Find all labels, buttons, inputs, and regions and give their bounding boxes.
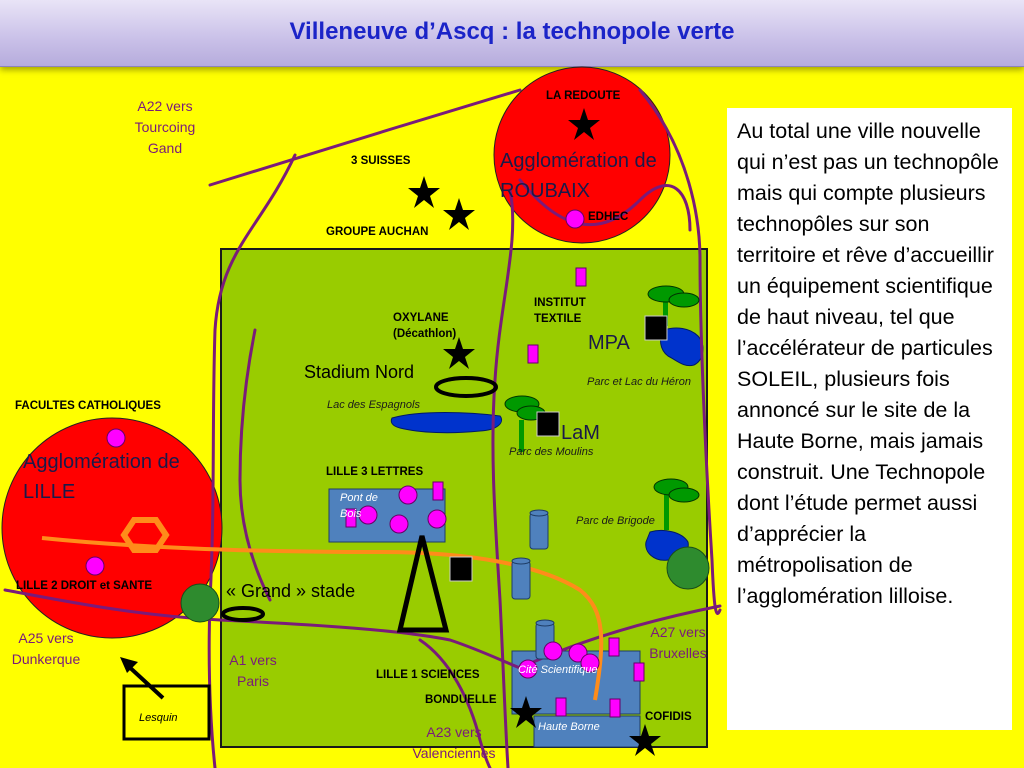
label-parc-brigode: Parc de Brigode bbox=[576, 515, 655, 527]
label-cite-scientifique: Cité Scientifique bbox=[518, 664, 598, 676]
label-oxylane: OXYLANE (Décathlon) bbox=[393, 312, 457, 340]
label-institut-textile: INSTITUT TEXTILE bbox=[534, 297, 586, 325]
trees bbox=[504, 285, 700, 530]
road-middle-vertical bbox=[491, 188, 515, 768]
label-3-suisses: 3 SUISSES bbox=[351, 155, 411, 167]
lesquin-arrow bbox=[124, 662, 165, 700]
label-facultes-catholiques: FACULTES CATHOLIQUES bbox=[15, 400, 161, 412]
label-agglo-lille: Agglomération de LILLE bbox=[23, 451, 180, 503]
label-mpa: MPA bbox=[588, 332, 630, 354]
triangle-icon bbox=[396, 535, 450, 633]
road-a23 bbox=[418, 638, 492, 768]
label-bonduelle: BONDUELLE bbox=[425, 694, 497, 706]
haute-borne-block bbox=[533, 715, 641, 748]
road-west-vertical bbox=[207, 153, 297, 768]
label-stadium-nord: Stadium Nord bbox=[304, 362, 415, 382]
road-a22 bbox=[208, 88, 522, 187]
green-circle-lille bbox=[180, 583, 220, 623]
stadium-nord-oval bbox=[434, 376, 498, 398]
stars bbox=[408, 108, 661, 756]
label-edhec: EDHEC bbox=[588, 211, 629, 223]
description-box: Au total une ville nouvelle qui n’est pa… bbox=[727, 108, 1012, 730]
label-la-redoute: LA REDOUTE bbox=[546, 90, 621, 102]
title-banner: Villeneuve d’Ascq : la technopole verte bbox=[0, 0, 1024, 67]
road-ring bbox=[238, 328, 272, 602]
label-agglo-roubaix: Agglomération de ROUBAIX bbox=[500, 150, 657, 202]
label-a1: A1 vers Paris bbox=[229, 652, 277, 689]
black-squares bbox=[449, 315, 668, 582]
label-lille1: LILLE 1 SCIENCES bbox=[376, 669, 480, 681]
magenta-rects bbox=[345, 267, 645, 718]
label-groupe-auchan: GROUPE AUCHAN bbox=[326, 226, 429, 238]
label-pont-de-bois: Pont de Bois bbox=[340, 492, 378, 520]
lac-espagnols bbox=[390, 412, 503, 434]
description-text: Au total une ville nouvelle qui n’est pa… bbox=[737, 119, 999, 608]
label-parc-moulins: Parc des Moulins bbox=[509, 446, 594, 458]
magenta-circles bbox=[85, 209, 600, 679]
label-a22: A22 vers Tourcoing Gand bbox=[134, 98, 196, 156]
lac-heron bbox=[660, 327, 704, 367]
metro-line bbox=[41, 536, 604, 701]
road-a25 bbox=[3, 588, 522, 670]
label-lac-espagnols: Lac des Espagnols bbox=[327, 399, 420, 411]
road-east-vertical bbox=[638, 88, 722, 615]
label-grand-stade: « Grand » stade bbox=[226, 581, 356, 601]
grand-stade-oval bbox=[221, 606, 265, 622]
label-lille2: LILLE 2 DROIT et SANTE bbox=[16, 580, 153, 592]
label-parc-lac-heron: Parc et Lac du Héron bbox=[587, 376, 691, 388]
hexagon-icon bbox=[120, 517, 170, 553]
lille-circle bbox=[1, 417, 223, 639]
label-lesquin: Lesquin bbox=[139, 712, 178, 724]
road-roubaix-loop bbox=[518, 178, 692, 232]
page-title: Villeneuve d’Ascq : la technopole verte bbox=[289, 18, 735, 45]
label-lille3: LILLE 3 LETTRES bbox=[326, 466, 424, 478]
label-a25: A25 vers Dunkerque bbox=[11, 630, 81, 667]
label-lam: LaM bbox=[561, 422, 600, 444]
label-a27: A27 vers Bruxelles bbox=[649, 624, 707, 661]
lesquin-box bbox=[122, 684, 211, 741]
label-a23: A23 vers Valenciennes bbox=[412, 724, 496, 761]
green-circle-east bbox=[666, 546, 710, 590]
label-haute-borne: Haute Borne bbox=[538, 721, 600, 733]
label-cofidis: COFIDIS bbox=[645, 711, 692, 723]
cylinders bbox=[511, 509, 555, 660]
